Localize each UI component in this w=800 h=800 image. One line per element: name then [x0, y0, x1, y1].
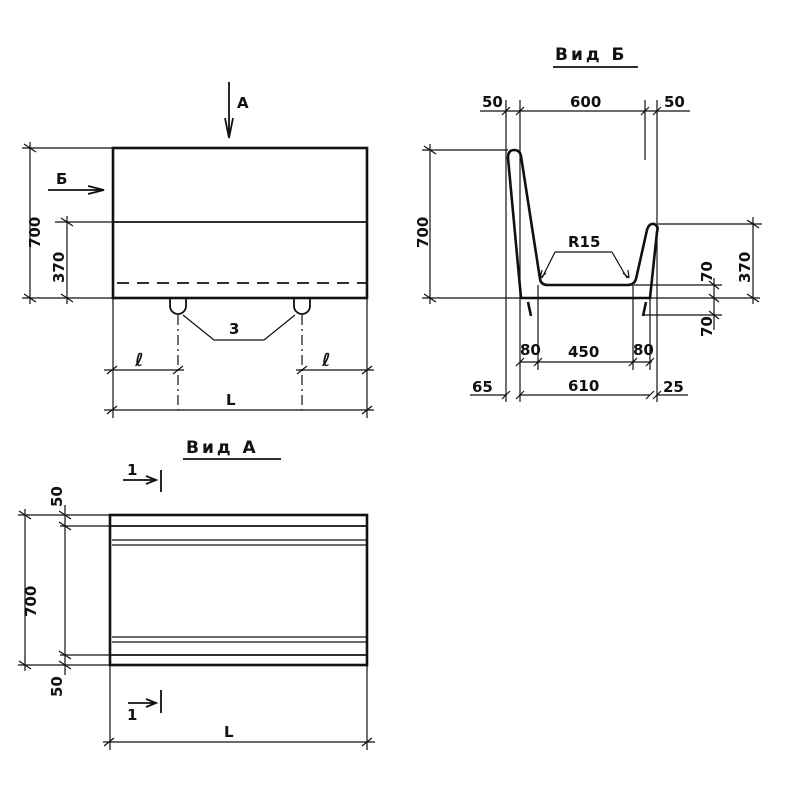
tray-outline — [111, 146, 369, 300]
front-view: 3 А Б 700 370 ℓ ℓ L — [22, 82, 374, 418]
floor-thickness-label: 70 — [698, 261, 716, 282]
section-top-label: 1 — [127, 461, 137, 479]
top-right-dim: 50 — [664, 93, 685, 111]
section-top-marker — [123, 470, 162, 492]
base-mid-dim: 610 — [568, 377, 599, 395]
view-b-height-label: 700 — [414, 217, 432, 248]
loop-label: 3 — [229, 320, 239, 338]
wall-edge-lines — [110, 525, 367, 656]
view-b: Вид Б 50 600 50 700 370 70 70 R15 80 450… — [414, 45, 762, 402]
view-a-marker: А — [237, 94, 249, 112]
top-mid-dim: 600 — [570, 93, 601, 111]
section-bottom-marker — [128, 690, 162, 713]
lower-dim-label: 370 — [50, 252, 68, 283]
bottom-dims — [515, 285, 655, 370]
loop-leader — [182, 314, 296, 341]
base-dims — [470, 390, 688, 400]
bottom-left-dim: 80 — [520, 341, 541, 359]
bottom-right-dim: 80 — [633, 341, 654, 359]
right-offset-label: ℓ — [321, 350, 331, 371]
foot-height-label: 70 — [698, 316, 716, 337]
floor-dims — [634, 278, 722, 330]
top-left-dim: 50 — [482, 93, 503, 111]
radius-leader — [539, 251, 630, 279]
view-a-height-dims — [18, 505, 110, 675]
bottom-mid-dim: 450 — [568, 343, 599, 361]
loop-axes — [177, 315, 303, 410]
tray-plan-outline — [108, 513, 369, 667]
length-dims — [104, 298, 374, 418]
top-edge-label: 50 — [48, 486, 66, 507]
view-b-title: Вид Б — [555, 45, 627, 65]
height-dim-label: 700 — [26, 217, 44, 248]
bottom-edge-label: 50 — [48, 676, 66, 697]
right-height-dim — [658, 217, 762, 304]
profile-feet — [526, 301, 648, 317]
tray-profile — [506, 148, 659, 300]
view-a-title: Вид А — [186, 438, 259, 458]
view-a: Вид А 1 1 50 700 50 L — [18, 438, 375, 750]
view-b-height-dim — [422, 144, 760, 304]
view-b-top-dims — [480, 100, 690, 402]
view-a-length-label: L — [224, 723, 234, 741]
radius-label: R15 — [568, 233, 600, 251]
height-dims — [22, 142, 113, 304]
view-a-arrow — [224, 82, 234, 139]
view-b-marker: Б — [56, 170, 67, 188]
left-offset-label: ℓ — [134, 350, 144, 371]
base-left-dim: 65 — [472, 378, 493, 396]
view-a-length-dim — [103, 665, 375, 750]
floor-edge-lines — [112, 539, 367, 643]
section-bottom-label: 1 — [127, 706, 137, 724]
lifting-loops — [169, 298, 311, 315]
base-right-dim: 25 — [663, 378, 684, 396]
view-a-height-label: 700 — [22, 586, 40, 617]
view-b-arrow — [48, 185, 105, 195]
right-height-label: 370 — [736, 252, 754, 283]
length-label: L — [226, 391, 236, 409]
